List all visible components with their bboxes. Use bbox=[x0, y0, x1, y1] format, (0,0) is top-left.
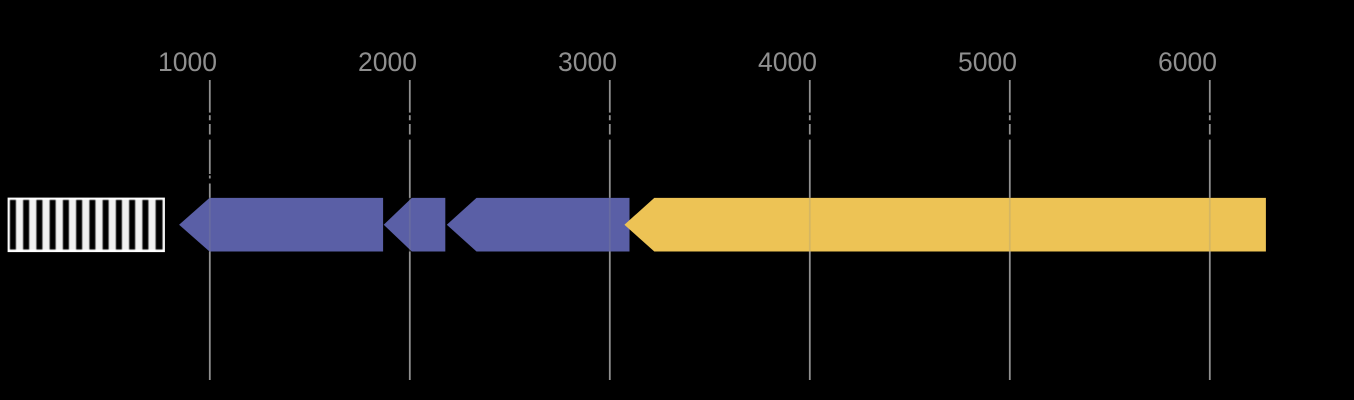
svg-text:1000: 1000 bbox=[158, 47, 217, 77]
svg-text:6000: 6000 bbox=[1158, 47, 1217, 77]
svg-text:5000: 5000 bbox=[958, 47, 1017, 77]
svg-text:2000: 2000 bbox=[358, 47, 417, 77]
svg-text:3000: 3000 bbox=[558, 47, 617, 77]
svg-text:4000: 4000 bbox=[758, 47, 817, 77]
